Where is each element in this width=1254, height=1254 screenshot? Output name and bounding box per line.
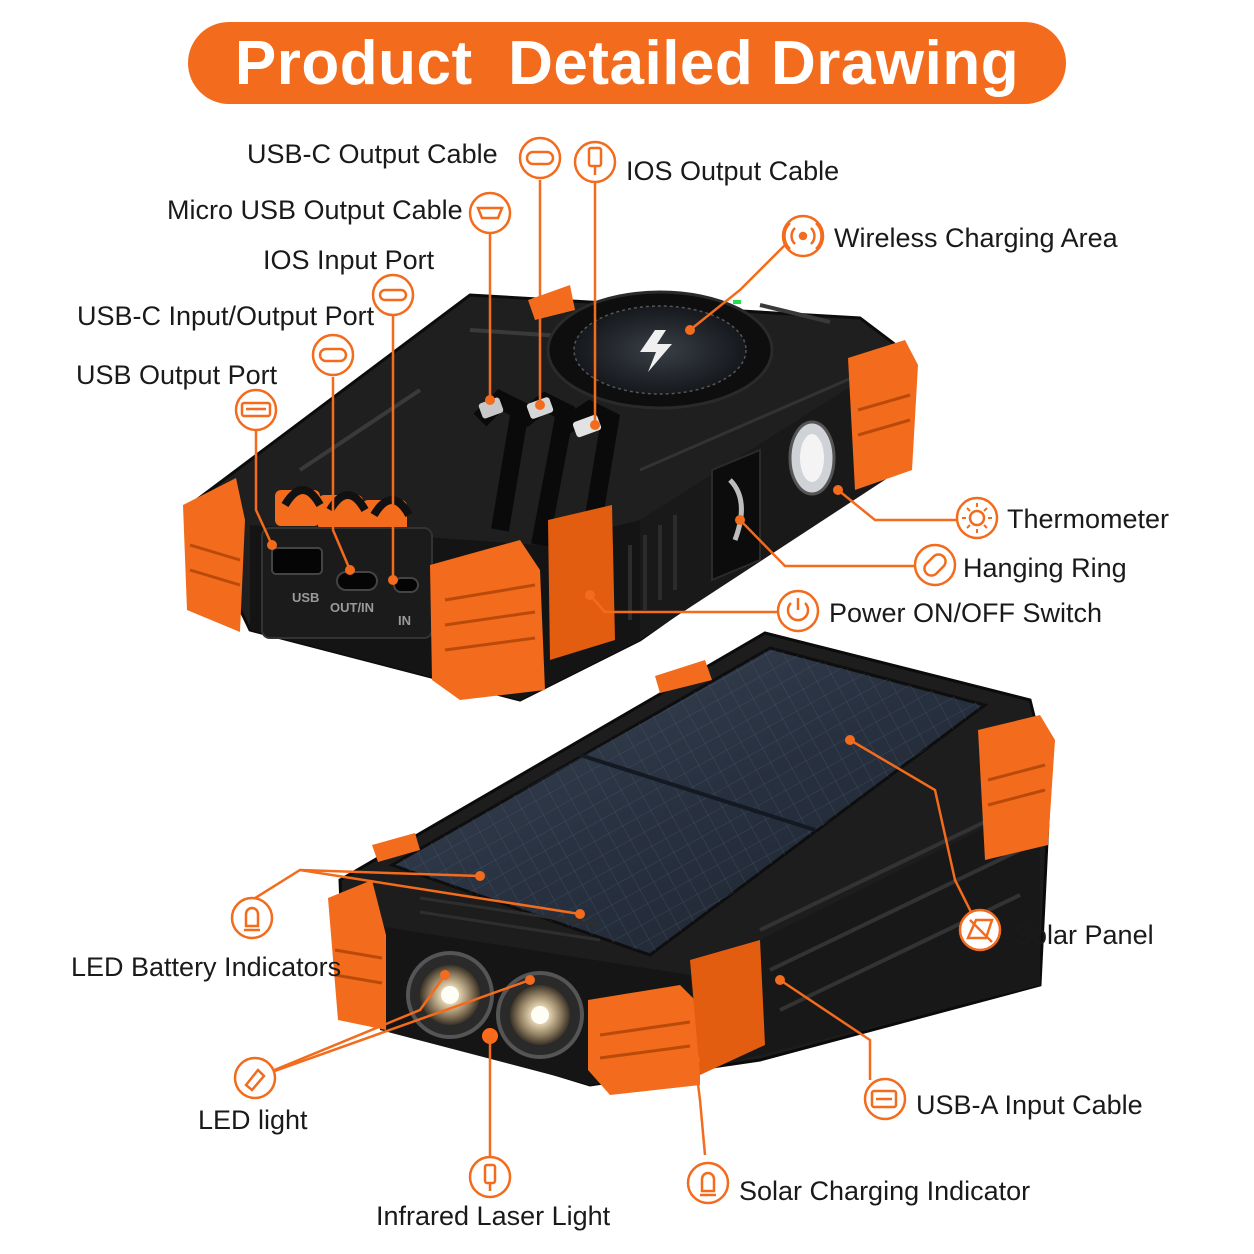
leader-dots xyxy=(267,325,855,1065)
label-usb-a-input-cable: USB-A Input Cable xyxy=(916,1090,1143,1120)
solar-icon xyxy=(958,908,1002,952)
top-power-bank xyxy=(183,285,918,702)
label-wireless-charging-area: Wireless Charging Area xyxy=(834,223,1118,253)
label-micro-usb-output-cable: Micro USB Output Cable xyxy=(167,195,463,225)
sun-icon xyxy=(955,496,999,540)
label-ios-input-port: IOS Input Port xyxy=(263,245,435,275)
lightning-port-icon xyxy=(371,273,415,317)
label-usb-output-port: USB Output Port xyxy=(76,360,278,390)
label-thermometer: Thermometer xyxy=(1007,504,1170,534)
label-usb-c-output-cable: USB-C Output Cable xyxy=(247,139,498,169)
bottom-power-bank xyxy=(328,631,1055,1095)
label-solar-panel: Solar Panel xyxy=(1014,920,1154,950)
usb-c-port-icon xyxy=(311,333,355,377)
label-led-battery-indicators: LED Battery Indicators xyxy=(71,952,342,982)
carabiner-icon xyxy=(913,543,957,587)
label-usb-c-input-output-port: USB-C Input/Output Port xyxy=(77,301,375,331)
usb-a-icon xyxy=(234,388,278,432)
power-icon xyxy=(776,589,820,633)
leader-lines xyxy=(251,180,977,1158)
page-title: Product Detailed Drawing xyxy=(234,28,1020,98)
indicator-light-icon xyxy=(230,896,274,940)
label-hanging-ring: Hanging Ring xyxy=(963,553,1127,583)
lightning-cable-icon xyxy=(573,140,617,184)
solar-indicator-light-icon xyxy=(686,1161,730,1205)
usb-c-icon xyxy=(518,136,562,180)
port-label-usb: USB xyxy=(292,590,319,605)
label-ios-output-cable: IOS Output Cable xyxy=(626,156,840,186)
laser-icon xyxy=(468,1155,512,1199)
battery-icon xyxy=(863,1077,907,1121)
label-led-light: LED light xyxy=(198,1105,308,1135)
label-solar-charging-indicator: Solar Charging Indicator xyxy=(739,1176,1031,1206)
label-infrared-laser-light: Infrared Laser Light xyxy=(376,1201,611,1231)
label-power-switch: Power ON/OFF Switch xyxy=(829,598,1103,628)
port-label-in: IN xyxy=(398,613,411,628)
title-banner: Product Detailed Drawing xyxy=(188,22,1066,104)
micro-usb-icon xyxy=(468,191,512,235)
wireless-icon xyxy=(781,214,825,258)
flashlight-icon xyxy=(233,1056,277,1100)
port-label-out-in: OUT/IN xyxy=(330,600,374,615)
